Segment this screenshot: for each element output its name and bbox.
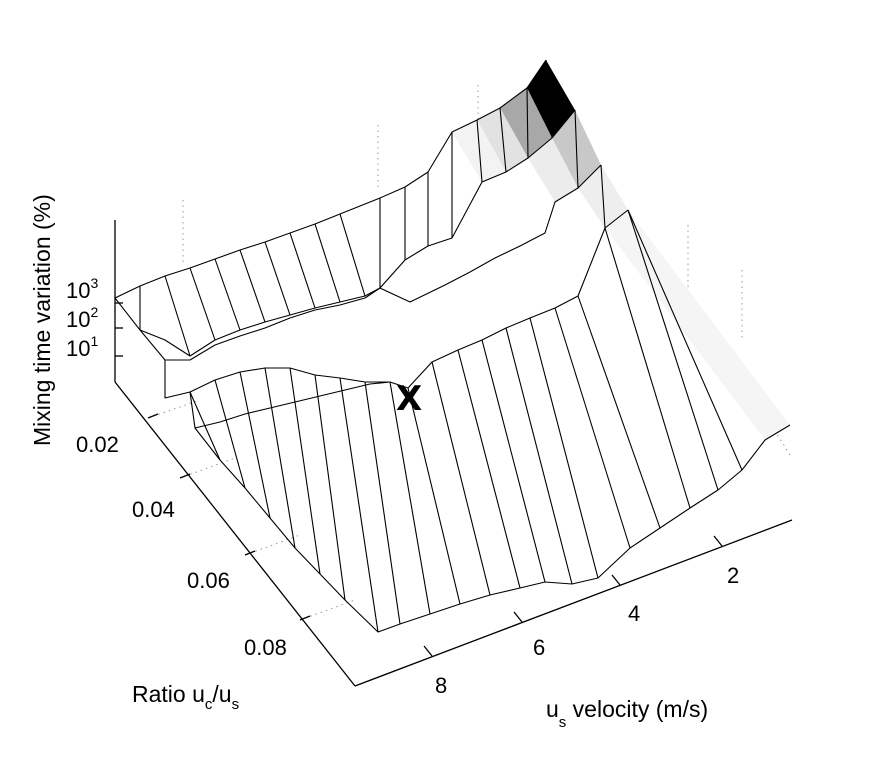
mesh-line xyxy=(314,223,341,303)
x-tick-label: 8 xyxy=(435,673,447,698)
mesh-line xyxy=(314,374,346,601)
y-tick-label: 0.04 xyxy=(132,497,175,522)
surface-cell xyxy=(527,60,575,138)
mesh-line xyxy=(189,391,221,461)
mesh-line xyxy=(545,59,553,139)
z-tick-label: 101 xyxy=(66,333,98,361)
mesh-line xyxy=(574,109,579,189)
axes-box xyxy=(114,220,793,687)
mesh-line xyxy=(526,87,529,159)
mesh-line xyxy=(577,295,661,529)
mesh-line xyxy=(604,227,691,509)
mesh-line xyxy=(164,275,191,357)
surface-cell xyxy=(528,138,578,202)
z-tick-label: 102 xyxy=(66,304,98,332)
mesh-line xyxy=(389,381,431,615)
x-tick-label: 2 xyxy=(727,563,739,588)
mesh-line xyxy=(114,109,576,357)
y-tick-label: 0.02 xyxy=(76,432,119,457)
shaded-cells xyxy=(452,60,790,440)
mesh-line xyxy=(407,387,461,605)
x-axis-label: us velocity (m/s) xyxy=(546,696,708,731)
mesh-line xyxy=(505,327,573,585)
mesh-line xyxy=(481,339,546,583)
mesh-line xyxy=(457,349,521,589)
mesh-line xyxy=(289,232,316,309)
y-axis-label: Ratio uc/us xyxy=(132,681,239,713)
y-tick-labels: 0.02 0.04 0.06 0.08 xyxy=(76,432,287,660)
mesh-line xyxy=(214,379,246,489)
mesh-line xyxy=(627,209,743,471)
y-axis-line xyxy=(114,381,356,687)
y-tick-label: 0.06 xyxy=(187,568,230,593)
mesh-line xyxy=(554,307,631,549)
x-tick-label: 4 xyxy=(628,601,640,626)
mesh-line xyxy=(239,249,266,323)
mesh-line xyxy=(239,371,271,519)
mesh-line xyxy=(114,59,547,299)
mesh-line xyxy=(627,209,719,491)
mesh-line xyxy=(264,241,291,316)
surface-mesh xyxy=(114,59,791,633)
grid-lines xyxy=(147,85,791,621)
mesh-line xyxy=(431,361,491,596)
mesh-line xyxy=(289,367,321,575)
mesh-line xyxy=(499,107,507,173)
surface-cell xyxy=(500,88,552,158)
z-tick-label: 103 xyxy=(66,275,98,303)
mesh-line xyxy=(476,119,483,183)
z-tick-labels: 103 102 101 xyxy=(66,275,98,361)
mesh-line xyxy=(214,258,241,331)
y-tick-label: 0.08 xyxy=(244,635,287,660)
mesh-line xyxy=(194,424,791,633)
surface-cell xyxy=(605,210,790,440)
mesh-line xyxy=(139,164,602,361)
x-axis-line xyxy=(354,519,793,687)
mesh-line xyxy=(264,367,296,549)
x-tick-label: 6 xyxy=(533,635,545,660)
mesh-line xyxy=(339,377,379,633)
mesh-line xyxy=(339,213,366,297)
z-axis-label: Mixing time variation (%) xyxy=(29,194,55,446)
mesh-line xyxy=(189,267,216,341)
mesh-line xyxy=(529,317,599,579)
mesh-line xyxy=(189,381,391,429)
mesh-line xyxy=(164,209,629,399)
x-tick-labels: 2 4 6 8 xyxy=(435,563,739,698)
mesh-line xyxy=(600,164,606,229)
mesh-line xyxy=(364,381,401,625)
minimum-marker: X xyxy=(396,379,422,419)
